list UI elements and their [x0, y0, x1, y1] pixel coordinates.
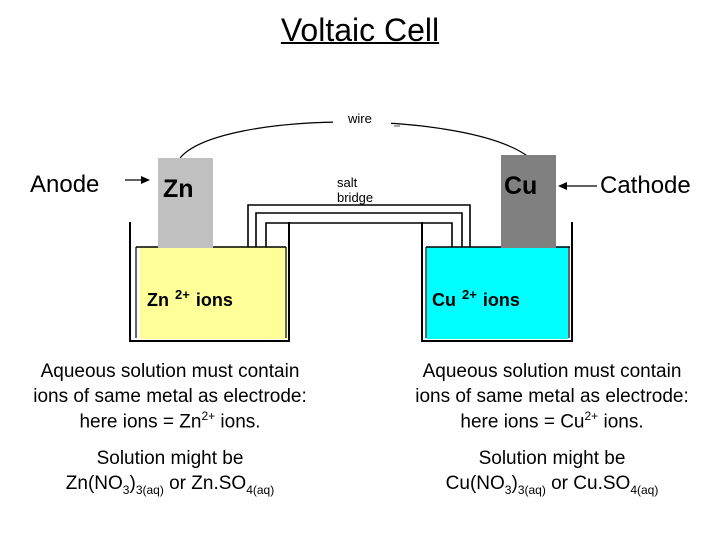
- cathode-electrode-label: Cu: [504, 172, 537, 200]
- cathode-arrow-icon: [558, 182, 597, 190]
- anode-arrow-icon: [125, 176, 150, 184]
- cathode-solution: [427, 247, 568, 339]
- anode-solution: [140, 247, 287, 339]
- cathode-solution-note: Aqueous solution must contain ions of sa…: [415, 361, 689, 433]
- salt-bridge-label-2: bridge: [337, 190, 373, 205]
- wire-label: wire: [347, 111, 372, 126]
- cathode-electrode: [501, 155, 556, 248]
- anode-solution-examples: Solution might be Zn(NO3)3(aq) or Zn.SO4…: [65, 448, 275, 497]
- page-title: Voltaic Cell: [280, 12, 440, 48]
- anode-electrode-label: Zn: [163, 175, 194, 203]
- cathode-label: Cathode: [600, 172, 691, 199]
- cathode-solution-examples: Solution might be Cu(NO3)3(aq) or Cu.SO4…: [445, 448, 659, 497]
- anode-electrode: [158, 158, 213, 248]
- anode-label: Anode: [30, 171, 99, 198]
- anode-solution-note: Aqueous solution must contain ions of sa…: [33, 361, 307, 433]
- salt-bridge-label-1: salt: [337, 175, 358, 190]
